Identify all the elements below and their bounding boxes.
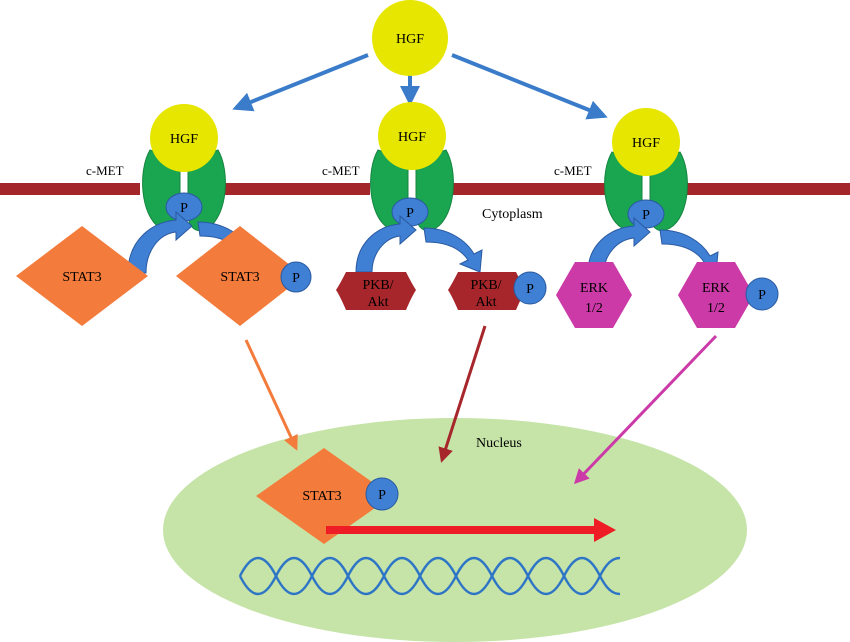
nucleus-label: Nucleus <box>476 436 522 451</box>
svg-text:PKB/: PKB/ <box>470 278 501 293</box>
svg-text:ERK: ERK <box>702 281 730 296</box>
stat3-inactive: STAT3 <box>16 226 148 326</box>
svg-text:P: P <box>406 206 414 221</box>
cmet-label-1: c-MET <box>86 163 124 178</box>
svg-text:P: P <box>180 201 188 216</box>
svg-text:P: P <box>378 488 386 503</box>
svg-text:Akt: Akt <box>476 295 497 310</box>
pkb-akt-active: PKB/ Akt <box>448 272 526 310</box>
svg-text:HGF: HGF <box>396 32 424 47</box>
svg-text:P: P <box>758 288 766 303</box>
svg-text:HGF: HGF <box>170 132 198 147</box>
phospho-stat3-nuclear: P <box>365 477 399 511</box>
akt-nuclear-signal-arrow <box>438 325 487 463</box>
svg-text:HGF: HGF <box>398 130 426 145</box>
phospho-receptor-2: P <box>391 197 429 227</box>
phospho-receptor-1: P <box>165 192 203 222</box>
svg-text:P: P <box>526 282 534 297</box>
hgf-ligand-receptor-1: HGF <box>150 104 218 172</box>
cmet-label-3: c-MET <box>554 163 592 178</box>
hgf-ligand-receptor-3: HGF <box>612 108 680 176</box>
phospho-stat3: P <box>280 261 312 293</box>
svg-text:ERK: ERK <box>580 281 608 296</box>
svg-text:P: P <box>292 271 300 286</box>
cell-membrane <box>0 183 850 195</box>
phospho-receptor-3: P <box>627 199 665 229</box>
transcription-arrow <box>326 518 616 542</box>
svg-text:Akt: Akt <box>368 295 389 310</box>
hgf-ligand-receptor-2: HGF <box>378 102 446 170</box>
svg-text:HGF: HGF <box>632 136 660 151</box>
phosphorylation-arrow-2 <box>355 214 483 273</box>
svg-text:PKB/: PKB/ <box>362 278 393 293</box>
pkb-akt-inactive: PKB/ Akt <box>336 272 416 310</box>
svg-text:STAT3: STAT3 <box>62 270 101 285</box>
svg-text:P: P <box>642 208 650 223</box>
svg-text:1/2: 1/2 <box>707 301 725 316</box>
erk-nuclear-signal-arrow <box>573 334 718 485</box>
hgf-ligand-top: HGF <box>372 0 448 76</box>
stat3-nuclear: STAT3 <box>256 448 392 544</box>
svg-text:STAT3: STAT3 <box>220 270 259 285</box>
cmet-label-2: c-MET <box>322 163 360 178</box>
ligand-arrows <box>232 53 608 120</box>
cytoplasm-label: Cytoplasm <box>482 207 543 222</box>
svg-text:1/2: 1/2 <box>585 301 603 316</box>
ligand-arrow-right <box>451 53 608 120</box>
stat3-active: STAT3 <box>176 226 304 326</box>
stat3-nuclear-translocation-arrow <box>244 339 298 451</box>
phospho-erk: P <box>745 277 779 311</box>
erk-active: ERK 1/2 <box>678 262 754 328</box>
svg-text:STAT3: STAT3 <box>302 489 341 504</box>
phospho-akt: P <box>513 271 547 305</box>
dna-double-helix <box>238 556 621 596</box>
ligand-arrow-left <box>232 53 369 112</box>
erk-inactive: ERK 1/2 <box>556 262 632 328</box>
